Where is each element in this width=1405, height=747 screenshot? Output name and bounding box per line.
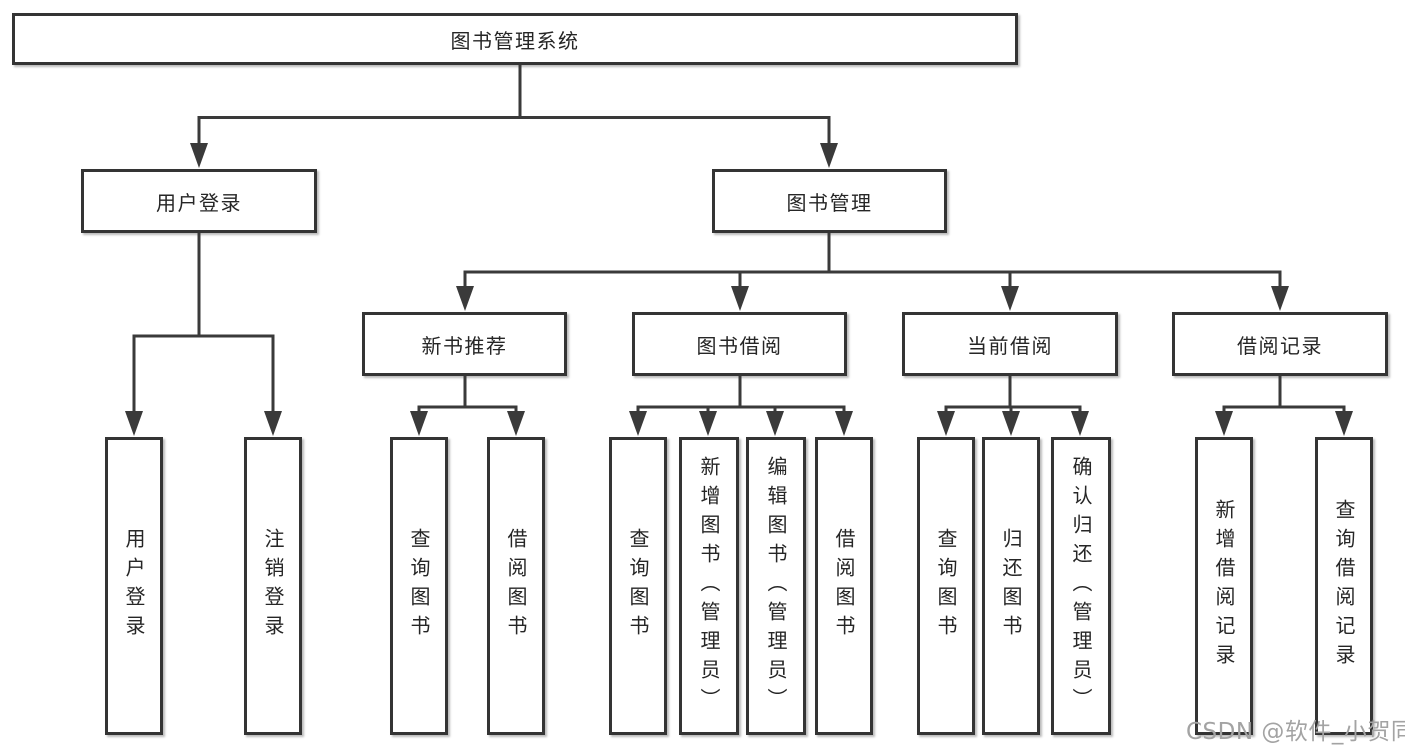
node-book-management-label: 图书管理 [786, 190, 873, 215]
node-new-book-recommend-label: 新书推荐 [421, 333, 508, 358]
watermark: CSDN @软件_小贺同学 [1186, 719, 1405, 745]
connector-login-to-leaves [125, 233, 282, 436]
connector-root-to-level2 [190, 65, 838, 168]
node-current-borrow: 当前借阅 [902, 312, 1118, 376]
leaf-logout-label: 注销登录 [261, 528, 285, 644]
leaf-current-query-books-label: 查询图书 [934, 528, 958, 644]
leaf-borrow-add-books-admin: 新增图书（管理员） [679, 437, 739, 735]
node-borrow-records: 借阅记录 [1172, 312, 1388, 376]
leaf-user-login-label: 用户登录 [122, 528, 146, 644]
leaf-current-return-books-label: 归还图书 [999, 528, 1023, 644]
node-book-management: 图书管理 [712, 169, 947, 233]
leaf-records-add-record-label: 新增借阅记录 [1212, 499, 1236, 673]
node-new-book-recommend: 新书推荐 [362, 312, 567, 376]
leaf-logout: 注销登录 [244, 437, 302, 735]
connector-records-to-leaves [1215, 376, 1353, 436]
leaf-recommend-borrow-books-label: 借阅图书 [504, 528, 528, 644]
leaf-current-confirm-return-admin-label: 确认归还（管理员） [1069, 455, 1093, 717]
node-root-label: 图书管理系统 [450, 28, 580, 53]
connector-mgmt-to-level3 [456, 233, 1289, 311]
leaf-current-return-books: 归还图书 [982, 437, 1040, 735]
leaf-records-query-record: 查询借阅记录 [1315, 437, 1373, 735]
node-book-borrow: 图书借阅 [632, 312, 847, 376]
leaf-borrow-edit-books-admin-label: 编辑图书（管理员） [764, 455, 788, 717]
node-borrow-records-label: 借阅记录 [1237, 333, 1323, 358]
leaf-current-confirm-return-admin: 确认归还（管理员） [1051, 437, 1111, 735]
node-user-login: 用户登录 [81, 169, 317, 233]
leaf-current-query-books: 查询图书 [917, 437, 975, 735]
connector-borrow-to-leaves [629, 376, 853, 436]
leaf-recommend-borrow-books: 借阅图书 [487, 437, 545, 735]
connector-current-to-leaves [937, 376, 1089, 436]
node-book-borrow-label: 图书借阅 [696, 333, 783, 358]
leaf-borrow-borrow-books: 借阅图书 [815, 437, 873, 735]
leaf-recommend-query-books-label: 查询图书 [407, 528, 431, 644]
leaf-borrow-query-books: 查询图书 [609, 437, 667, 735]
node-user-login-label: 用户登录 [156, 190, 242, 215]
leaf-records-query-record-label: 查询借阅记录 [1332, 499, 1356, 673]
node-current-borrow-label: 当前借阅 [967, 333, 1053, 358]
leaf-borrow-borrow-books-label: 借阅图书 [832, 528, 856, 644]
connector-recommend-to-leaves [410, 376, 525, 436]
leaf-borrow-edit-books-admin: 编辑图书（管理员） [746, 437, 806, 735]
leaf-recommend-query-books: 查询图书 [390, 437, 448, 735]
leaf-records-add-record: 新增借阅记录 [1195, 437, 1253, 735]
leaf-user-login: 用户登录 [105, 437, 163, 735]
leaf-borrow-query-books-label: 查询图书 [626, 528, 650, 644]
leaf-borrow-add-books-admin-label: 新增图书（管理员） [697, 455, 721, 717]
node-root: 图书管理系统 [12, 13, 1018, 65]
